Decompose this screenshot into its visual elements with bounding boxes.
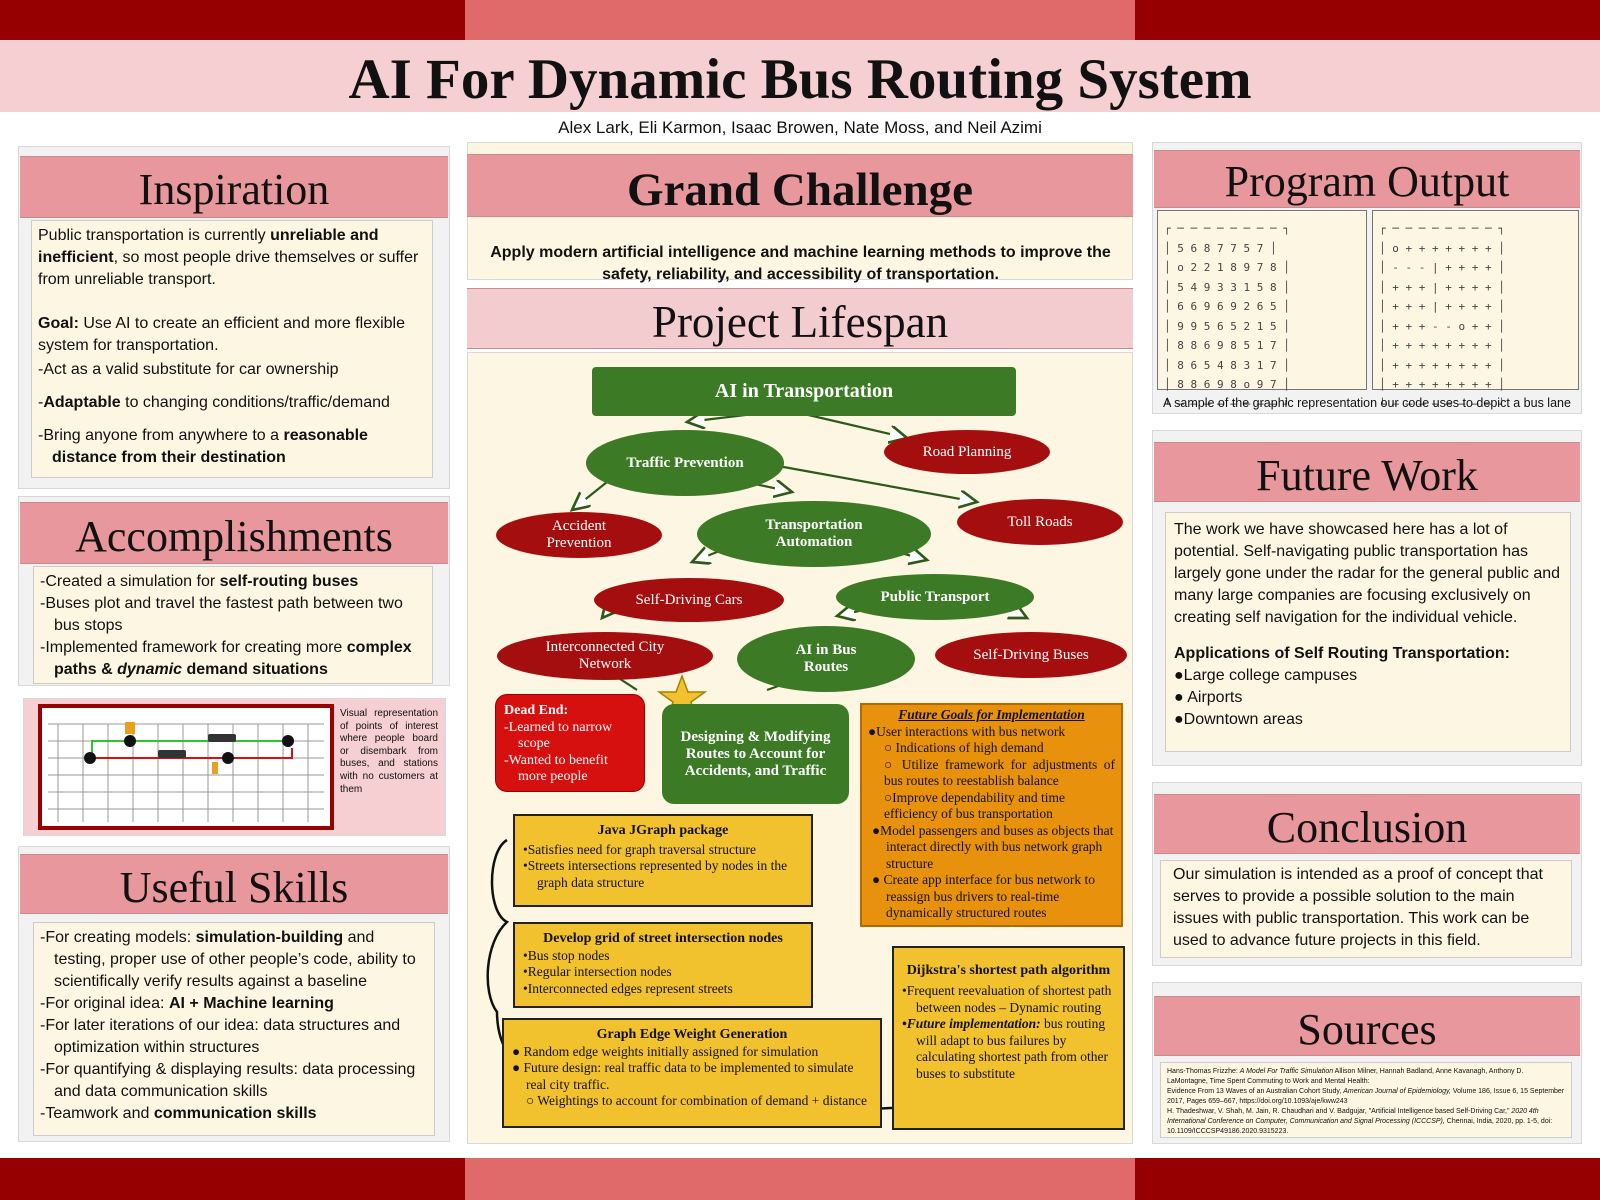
sources-title: Sources xyxy=(1154,996,1580,1056)
node-self-driving-buses: Self-Driving Buses xyxy=(935,632,1127,678)
lifespan-title: Project Lifespan xyxy=(467,288,1133,349)
visual-caption: Visual representation of points of inter… xyxy=(340,708,438,795)
node-accident-prevention: Accident Prevention xyxy=(496,512,662,558)
dijkstra-box: Dijkstra's shortest path algorithm •Freq… xyxy=(892,946,1125,1130)
authors: Alex Lark, Eli Karmon, Isaac Browen, Nat… xyxy=(558,118,1042,137)
grid-nodes-box: Develop grid of street intersection node… xyxy=(513,922,813,1008)
output-caption: A sample of the graphic representation o… xyxy=(1163,396,1571,410)
node-ai-in-bus-routes: AI in Bus Routes xyxy=(737,626,915,692)
conclusion-text: Our simulation is intended as a proof of… xyxy=(1160,860,1572,958)
node-public-transport: Public Transport xyxy=(836,574,1034,620)
poster-title: AI For Dynamic Bus Routing System xyxy=(0,40,1600,112)
grid-diagram xyxy=(38,704,334,830)
designing-routes-box: Designing & Modifying Routes to Account … xyxy=(662,704,849,804)
node-toll-roads: Toll Roads xyxy=(957,499,1123,545)
future-title: Future Work xyxy=(1154,442,1580,502)
accomplishments-title: Accomplishments xyxy=(20,502,448,564)
grand-title: Grand Challenge xyxy=(467,154,1133,217)
future-goals-box: Future Goals for Implementation ●User in… xyxy=(860,703,1123,927)
node-interconnected-city-network: Interconnected City Network xyxy=(497,632,713,680)
top-band xyxy=(0,0,1600,40)
node-traffic-prevention: Traffic Prevention xyxy=(586,430,784,496)
accomplishments-text: -Created a simulation for self-routing b… xyxy=(33,566,433,684)
future-text: The work we have showcased here has a lo… xyxy=(1165,512,1571,752)
edge-weight-box: Graph Edge Weight Generation ● Random ed… xyxy=(502,1018,882,1128)
skills-text: -For creating models: simulation-buildin… xyxy=(33,922,435,1136)
node-ai-in-transportation: AI in Transportation xyxy=(592,367,1016,416)
output-title: Program Output xyxy=(1154,150,1580,208)
sources-text: Hans-Thomas Frizzhe: A Model For Traffic… xyxy=(1160,1062,1572,1138)
bottom-band xyxy=(0,1158,1600,1200)
node-transportation-automation: Transportation Automation xyxy=(697,501,931,567)
output-grid-lane: ┌ ─ ─ ─ ─ ─ ─ ─ ─ ┐ │ o + + + + + + + │ … xyxy=(1372,210,1579,411)
dead-end-box: Dead End: -Learned to narrow scope -Want… xyxy=(495,694,645,792)
output-grid-numbers: ┌ ─ ─ ─ ─ ─ ─ ─ ─ ┐ │ 5 6 8 7 7 5 7 │ │ … xyxy=(1157,210,1367,411)
inspiration-text: Public transportation is currently unrel… xyxy=(31,220,433,478)
node-self-driving-cars: Self-Driving Cars xyxy=(594,578,784,622)
node-road-planning: Road Planning xyxy=(884,430,1050,474)
grand-text: Apply modern artificial intelligence and… xyxy=(490,244,1111,283)
inspiration-title: Inspiration xyxy=(20,156,448,218)
skills-title: Useful Skills xyxy=(20,854,448,914)
jgraph-box: Java JGraph package •Satisfies need for … xyxy=(513,814,813,907)
conclusion-title: Conclusion xyxy=(1154,794,1580,854)
